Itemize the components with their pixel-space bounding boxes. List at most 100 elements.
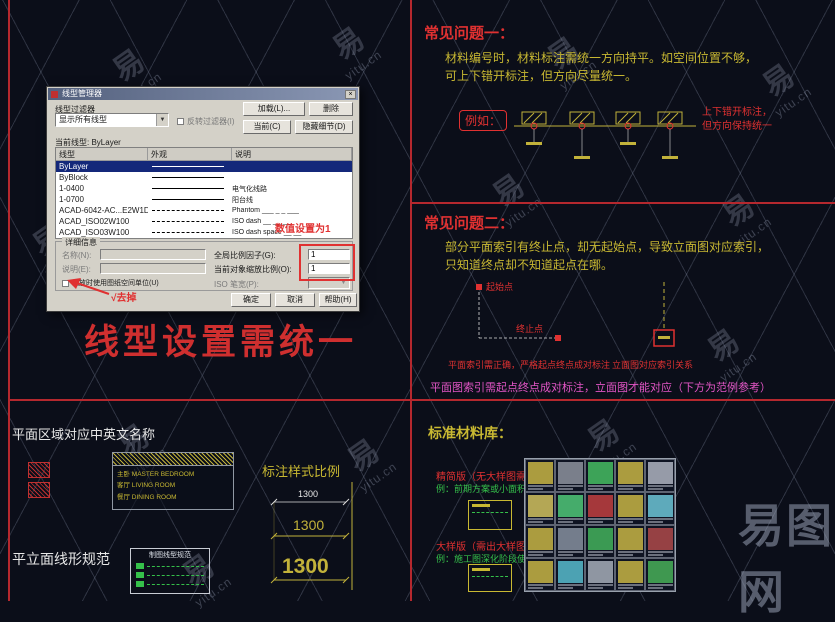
linetype-sample bbox=[152, 188, 224, 189]
dialog-title: 线型管理器 bbox=[62, 89, 102, 98]
col-linetype: 线型 bbox=[56, 148, 148, 160]
name-label: 名称(N): bbox=[62, 251, 92, 260]
svg-text:起始点: 起始点 bbox=[486, 281, 513, 292]
col-appearance: 外观 bbox=[148, 148, 232, 160]
filter-label: 线型过滤器 bbox=[55, 105, 95, 114]
linetype-sample bbox=[152, 199, 224, 200]
material-cell bbox=[555, 459, 585, 492]
hide-details-button[interactable]: 隐藏细节(D) bbox=[295, 120, 353, 134]
material-cell bbox=[585, 558, 615, 591]
material-note2-green: 例：施工图深化阶段使用 bbox=[436, 554, 536, 564]
svg-text:1300: 1300 bbox=[298, 489, 318, 499]
material-note2-red: 大样版（需出大样图时）： bbox=[436, 542, 551, 553]
material-cell bbox=[645, 492, 675, 525]
material-cell bbox=[615, 525, 645, 558]
red-hatch-swatch bbox=[28, 462, 50, 478]
problem2-bottom-note: 平面图索引需起点终点成对标注，立面图才能对应（下方为范例参考） bbox=[430, 382, 771, 394]
material-cell bbox=[645, 459, 675, 492]
material-cell bbox=[555, 525, 585, 558]
svg-text:1300: 1300 bbox=[282, 555, 329, 578]
example-label: 例如： bbox=[459, 110, 508, 131]
problem2-text-line1: 部分平面索引有终止点，却无起始点，导致立面图对应索引， bbox=[445, 240, 770, 254]
problem1-text-line1: 材料编号时，材料标注需统一方向持平。如空间位置不够， bbox=[445, 51, 758, 65]
load-button[interactable]: 加载(L)... bbox=[243, 102, 305, 116]
green-dash-line bbox=[472, 512, 508, 513]
headline-text: 线型设置需统一 bbox=[84, 322, 358, 363]
close-icon[interactable]: × bbox=[345, 90, 356, 99]
line-spec-box: 制图线型规范 bbox=[130, 548, 210, 594]
material-cell bbox=[525, 459, 555, 492]
material-cell bbox=[585, 459, 615, 492]
material-cell bbox=[525, 558, 555, 591]
linetype-chip bbox=[136, 581, 144, 587]
material-cell bbox=[555, 558, 585, 591]
iso-pen-label: ISO 笔宽(P): bbox=[214, 280, 259, 289]
linetype-row[interactable]: ACAD_ISO03W100 ISO dash space __ __ bbox=[59, 228, 302, 237]
material-cell bbox=[585, 492, 615, 525]
linetype-list: 线型 外观 说明 ByLayer ByBlock 1-0400 电气化线路 1-… bbox=[55, 147, 353, 239]
material-mini-sample bbox=[468, 564, 512, 592]
checkbox-box[interactable] bbox=[62, 279, 69, 287]
col-description: 说明 bbox=[232, 148, 352, 160]
linetype-sample bbox=[152, 177, 224, 178]
cancel-button[interactable]: 取消 bbox=[275, 293, 315, 307]
dim-style-title: 标注样式比例 bbox=[262, 464, 341, 479]
desc-label: 说明(E): bbox=[62, 265, 91, 274]
linetype-row[interactable]: 1-0700 阳台线 bbox=[59, 195, 253, 204]
linetype-sample bbox=[152, 210, 224, 211]
desc-input[interactable] bbox=[100, 263, 206, 274]
material-library-title: 标准材料库： bbox=[428, 425, 512, 441]
problem1-text-line2: 可上下错开标注，但方向尽量统一。 bbox=[445, 69, 638, 83]
checkbox-box[interactable] bbox=[177, 118, 184, 125]
linetype-row[interactable]: ACAD_ISO02W100 ISO dash __ __ __ bbox=[59, 217, 291, 226]
material-cell bbox=[615, 492, 645, 525]
wall-hatch-strip bbox=[113, 453, 233, 466]
global-scale-label: 全局比例因子(G): bbox=[214, 251, 276, 260]
material-cell bbox=[525, 492, 555, 525]
current-linetype-label: 当前线型: bbox=[55, 138, 90, 147]
chevron-down-icon[interactable]: ▼ bbox=[156, 114, 168, 126]
linetype-row[interactable]: 1-0400 电气化线路 bbox=[59, 184, 267, 193]
material-callout-diagram bbox=[514, 111, 696, 159]
material-cell bbox=[615, 558, 645, 591]
filter-selected-value: 显示所有线型 bbox=[59, 115, 107, 124]
yellow-bar bbox=[472, 504, 490, 507]
linetype-row[interactable]: ACAD-6042-AC...E2W1DASHDOT Phantom ___ _… bbox=[59, 206, 299, 215]
linetype-filter-select[interactable]: 显示所有线型 ▼ bbox=[55, 113, 169, 127]
index-points-diagram: 起始点 终止点 bbox=[476, 281, 561, 341]
linetype-row[interactable]: ByBlock bbox=[56, 172, 352, 183]
material-cell bbox=[555, 492, 585, 525]
linetype-row[interactable]: ByLayer bbox=[56, 161, 352, 172]
problem1-title: 常见问题一： bbox=[424, 25, 515, 42]
material-cell bbox=[645, 525, 675, 558]
linetype-sample bbox=[147, 583, 204, 585]
name-input[interactable] bbox=[100, 249, 206, 260]
problem2-title: 常见问题二： bbox=[424, 215, 515, 232]
horizontal-divider bbox=[8, 399, 835, 401]
paperspace-units-checkbox[interactable]: 缩放时使用图纸空间单位(U) bbox=[62, 278, 159, 288]
linetype-chip bbox=[136, 572, 144, 578]
svg-text:1300: 1300 bbox=[293, 517, 324, 533]
area-label: 客厅 LIVING ROOM bbox=[117, 482, 176, 489]
red-hatch-swatch bbox=[28, 482, 50, 498]
current-linetype-value: ByLayer bbox=[91, 138, 121, 147]
material-cell bbox=[615, 459, 645, 492]
material-note1-red: 精简版（无大样图需要时）： bbox=[436, 472, 561, 483]
ok-button[interactable]: 确定 bbox=[231, 293, 271, 307]
problem2-text-line2: 只知道终点却不知道起点在哪。 bbox=[445, 258, 614, 272]
material-cell bbox=[645, 558, 675, 591]
example-note: 上下错开标注， 但方向保持统一 bbox=[702, 107, 772, 132]
paperspace-units-label: 缩放时使用图纸空间单位(U) bbox=[72, 280, 159, 287]
global-scale-input[interactable] bbox=[308, 249, 350, 260]
help-button[interactable]: 帮助(H) bbox=[319, 293, 357, 307]
delete-button[interactable]: 删除 bbox=[309, 102, 353, 116]
dialog-titlebar[interactable]: 线型管理器 × bbox=[48, 88, 358, 100]
area-naming-title: 平面区域对应中英文名称 bbox=[12, 427, 156, 442]
chevron-down-icon: ▼ bbox=[340, 280, 347, 286]
current-linetype-row: 当前线型: ByLayer bbox=[55, 137, 121, 148]
object-scale-input[interactable] bbox=[308, 263, 350, 274]
invert-filter-checkbox[interactable]: 反转过滤器(I) bbox=[177, 116, 235, 127]
linetype-sample bbox=[147, 574, 204, 576]
current-button[interactable]: 当前(C) bbox=[243, 120, 291, 134]
list-header: 线型 外观 说明 bbox=[56, 148, 352, 161]
